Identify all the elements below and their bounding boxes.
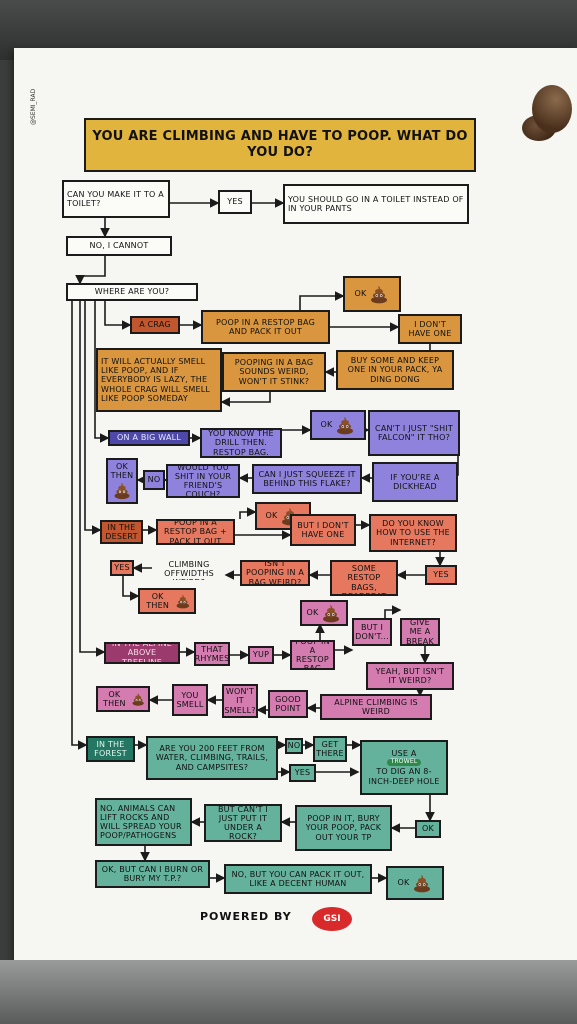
node-forest-get-there: GET THERE xyxy=(313,736,347,762)
node-alpine-weird-q: YEAH, BUT ISN'T IT WEIRD? xyxy=(366,662,454,690)
node-forest-animals: NO. ANIMALS CAN LIFT ROCKS AND WILL SPRE… xyxy=(95,798,192,846)
poop-emoji-icon xyxy=(323,605,340,623)
node-desert-offwidth: ISN'T CLIMBING OFFWIDTHS WEIRD? xyxy=(164,558,214,580)
node-bigwall: ON A BIG WALL xyxy=(108,430,190,446)
node-crag-stink: POOPING IN A BAG SOUNDS WEIRD, WON'T IT … xyxy=(222,352,326,392)
node-alpine-weird: ALPINE CLIMBING IS WEIRD xyxy=(320,694,432,720)
node-forest: IN THE FOREST xyxy=(86,736,135,762)
node-desert-restop: POOP IN A RESTOP BAG + PACK IT OUT xyxy=(156,519,235,545)
node-no-cannot: NO, I CANNOT xyxy=(66,236,172,256)
node-forest-no: NO xyxy=(285,738,303,754)
node-alpine-restop: POOP IN A RESTOP BAG xyxy=(290,640,335,670)
node-crag-smell: IT WILL ACTUALLY SMELL LIKE POOP, AND IF… xyxy=(96,348,222,412)
node-desert-yes2: YES xyxy=(110,560,134,576)
node-crag-restop: POOP IN A RESTOP BAG AND PACK IT OUT xyxy=(201,310,330,344)
node-forest-dig: USE A TROWEL TO DIG AN 8-INCH-DEEP HOLE xyxy=(360,740,448,795)
node-bigwall-squeeze: CAN I JUST SQUEEZE IT BEHIND THIS FLAKE? xyxy=(252,464,362,494)
node-toilet-answer: YOU SHOULD GO IN A TOILET INSTEAD OF IN … xyxy=(283,184,469,224)
node-forest-ok: OK xyxy=(415,820,441,838)
node-alpine-yup: YUP xyxy=(248,646,274,664)
node-bigwall-couch: WOULD YOU SHIT IN YOUR FRIEND'S COUCH? xyxy=(166,464,240,498)
node-alpine-break: GIVE ME A BREAK xyxy=(400,618,440,646)
node-alpine-smell: YOU SMELL xyxy=(172,684,208,716)
node-forest-bury: POOP IN IT, BURY YOUR POOP, PACK OUT YOU… xyxy=(295,805,392,851)
node-forest-pack: NO, BUT YOU CAN PACK IT OUT, LIKE A DECE… xyxy=(224,864,372,894)
node-bigwall-drill: YOU KNOW THE DRILL THEN. RESTOP BAG. xyxy=(200,428,282,458)
node-alpine-but: BUT I DON'T... xyxy=(352,618,392,646)
node-forest-ok-final: OK xyxy=(386,866,444,900)
push-pin xyxy=(522,85,574,145)
node-alpine-good-point: GOOD POINT xyxy=(268,690,308,718)
trowel-icon: TROWEL xyxy=(386,759,422,767)
node-forest-yes: YES xyxy=(289,764,316,782)
node-bigwall-ok: OK xyxy=(310,410,366,440)
poop-emoji-icon xyxy=(132,693,144,706)
node-toilet-question: CAN YOU MAKE IT TO A TOILET? xyxy=(62,180,170,218)
node-yes: YES xyxy=(218,190,252,214)
powered-by-label: POWERED BY xyxy=(200,910,292,923)
poop-emoji-icon xyxy=(176,594,190,609)
node-alpine-ok-then: OK THEN xyxy=(96,686,150,712)
node-bigwall-ok-then: OK THEN xyxy=(106,458,138,504)
node-bigwall-dickhead: IF YOU'RE A DICKHEAD xyxy=(372,462,458,502)
node-crag-dont-have: I DON'T HAVE ONE xyxy=(398,314,462,344)
node-desert-weird: ISN'T POOPING IN A BAG WEIRD? xyxy=(240,560,310,586)
node-desert-internet: DO YOU KNOW HOW TO USE THE INTERNET? xyxy=(369,514,457,552)
poop-emoji-icon xyxy=(114,483,130,500)
node-desert-yes: YES xyxy=(425,565,457,585)
node-desert-ok-then: OK THEN xyxy=(138,588,196,614)
node-crag-ok: OK xyxy=(343,276,401,312)
node-bigwall-falcon: CAN'T I JUST "SHIT FALCON" IT THO? xyxy=(368,410,460,456)
node-desert: IN THE DESERT xyxy=(100,520,143,544)
poop-emoji-icon xyxy=(371,286,388,304)
node-where: WHERE ARE YOU? xyxy=(66,283,198,301)
node-forest-200: ARE YOU 200 FEET FROM WATER, CLIMBING, T… xyxy=(146,736,278,780)
page-title: YOU ARE CLIMBING AND HAVE TO POOP. WHAT … xyxy=(84,118,476,172)
title-text: YOU ARE CLIMBING AND HAVE TO POOP. WHAT … xyxy=(92,128,468,160)
poop-emoji-icon xyxy=(337,417,354,435)
node-alpine: IN THE ALPINE ABOVE TREELINE xyxy=(104,642,180,664)
node-crag: A CRAG xyxy=(130,316,180,334)
gsi-logo: GSI xyxy=(312,907,352,931)
node-alpine-ok: OK xyxy=(300,600,348,626)
node-bigwall-no: NO xyxy=(143,470,165,490)
display-frame xyxy=(0,960,577,1024)
node-alpine-rhymes: THAT RHYMES xyxy=(194,642,230,666)
node-alpine-smell-q: WON'T IT SMELL? xyxy=(222,684,258,718)
poop-emoji-icon xyxy=(414,875,431,893)
node-desert-deadbeat: THEN GET SOME RESTOP BAGS, DEADBEAT xyxy=(330,560,398,596)
node-forest-burn: OK, BUT CAN I BURN OR BURY MY T.P.? xyxy=(95,860,210,888)
node-desert-dont-have: BUT I DON'T HAVE ONE xyxy=(290,514,356,546)
node-crag-buy: BUY SOME AND KEEP ONE IN YOUR PACK, YA D… xyxy=(336,350,454,390)
node-forest-rock: BUT CAN'T I JUST PUT IT UNDER A ROCK? xyxy=(204,804,282,842)
